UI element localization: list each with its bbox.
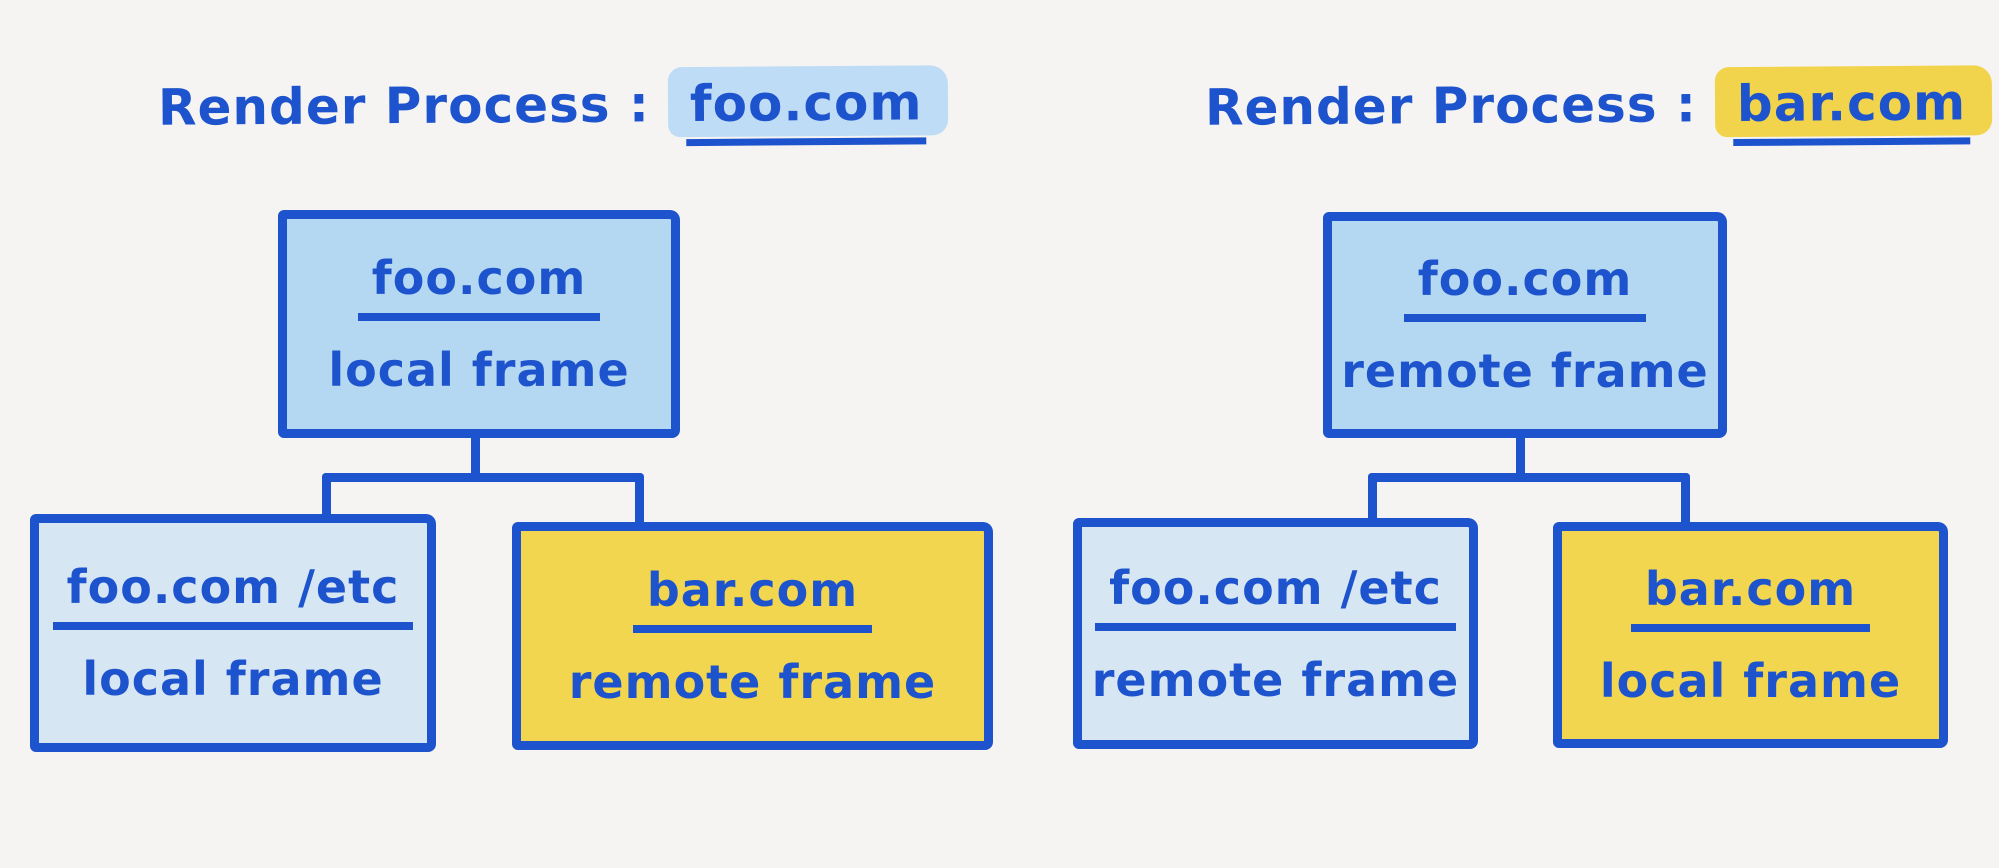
- connector-drop-right: [1681, 473, 1690, 527]
- connector-bar: [1368, 473, 1690, 482]
- connector-drop-left: [322, 473, 331, 519]
- node-child-bar: bar.com remote frame: [512, 522, 993, 750]
- node-root-foo: foo.com local frame: [278, 210, 680, 438]
- tree-title-foo: Render Process : foo.com: [157, 65, 949, 147]
- node-child-foo-etc: foo.com /etc local frame: [30, 514, 436, 752]
- node-child-bar-local: bar.com local frame: [1553, 522, 1948, 748]
- connector-bar: [322, 473, 644, 482]
- tree-title-bar: Render Process : bar.com: [1204, 65, 1993, 147]
- node-domain: foo.com /etc: [1095, 561, 1456, 631]
- node-domain: bar.com: [632, 563, 873, 633]
- connector-stem: [471, 434, 480, 481]
- node-domain: foo.com /etc: [52, 560, 414, 630]
- title-highlight-bar: bar.com: [1714, 65, 1993, 147]
- node-root-foo-remote: foo.com remote frame: [1323, 212, 1727, 438]
- connector-drop-right: [635, 473, 644, 527]
- connector-drop-left: [1368, 473, 1377, 523]
- node-frame-label: remote frame: [1341, 344, 1709, 398]
- node-frame-label: local frame: [328, 343, 630, 397]
- node-domain: foo.com: [1403, 252, 1647, 322]
- node-frame-label: local frame: [82, 652, 384, 706]
- connector-stem: [1516, 434, 1525, 481]
- node-frame-label: remote frame: [568, 655, 937, 709]
- title-domain: foo.com: [685, 73, 927, 147]
- title-domain: bar.com: [1732, 73, 1971, 147]
- node-frame-label: local frame: [1599, 654, 1902, 708]
- title-prefix: Render Process :: [157, 75, 651, 137]
- node-frame-label: remote frame: [1091, 652, 1460, 707]
- title-prefix: Render Process :: [1204, 75, 1698, 137]
- node-domain: bar.com: [1630, 562, 1871, 632]
- node-child-foo-etc-remote: foo.com /etc remote frame: [1073, 518, 1478, 749]
- node-domain: foo.com: [357, 251, 601, 321]
- title-highlight-foo: foo.com: [667, 65, 949, 147]
